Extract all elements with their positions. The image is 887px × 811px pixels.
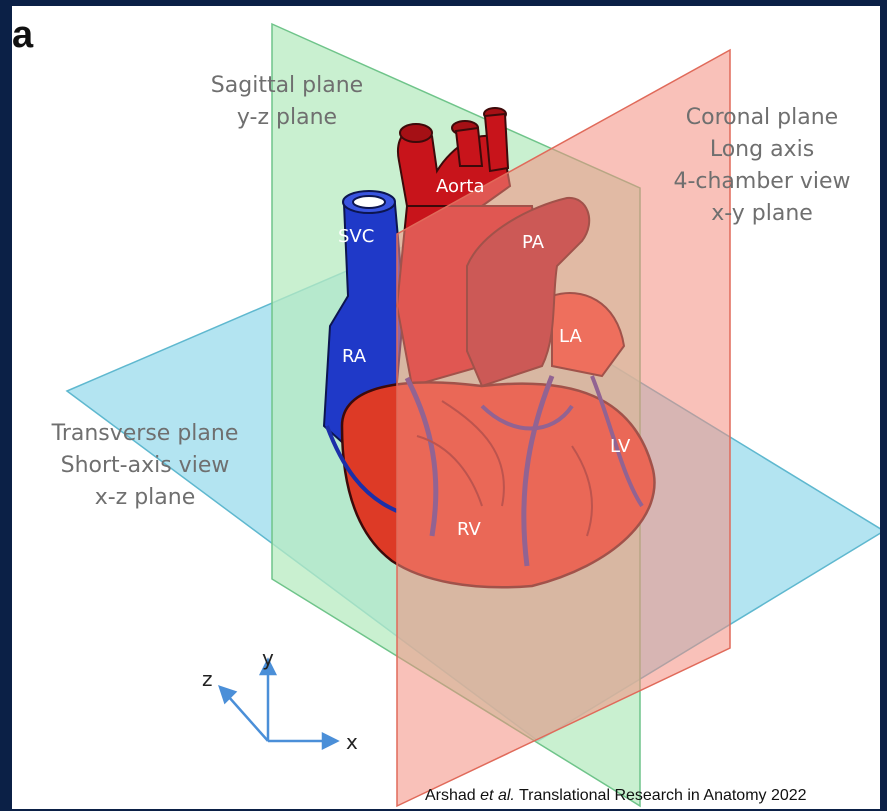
figure-panel: a xyxy=(12,6,880,809)
svc-label: SVC xyxy=(338,226,374,247)
rv-label: RV xyxy=(457,519,481,540)
y-axis-label: y xyxy=(262,646,274,670)
z-axis-label: z xyxy=(202,667,213,691)
citation: Arshad et al. Translational Research in … xyxy=(425,787,807,805)
la-label: LA xyxy=(559,326,582,347)
lv-label: LV xyxy=(610,436,630,457)
aorta-label: Aorta xyxy=(436,176,485,197)
axis-indicator xyxy=(220,660,337,748)
pa-label: PA xyxy=(522,232,544,253)
ra-label: RA xyxy=(342,346,366,367)
x-axis-label: x xyxy=(346,730,358,754)
